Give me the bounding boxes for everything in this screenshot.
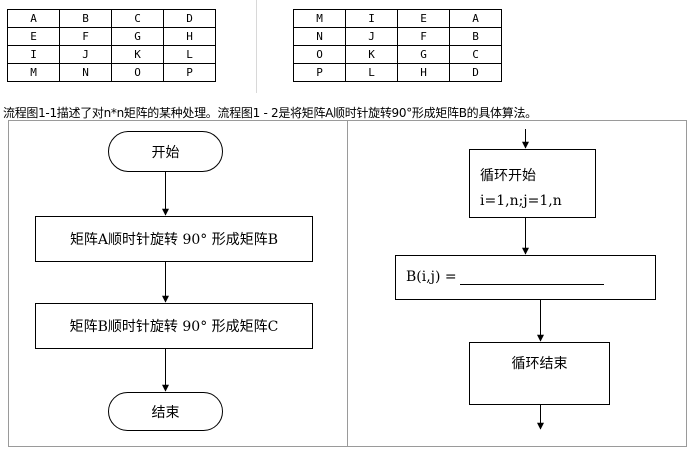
rotate-a-to-b-label: 矩阵A顺时针旋转 90° 形成矩阵B [70, 232, 278, 248]
matrix-b-cell: P [293, 63, 346, 82]
matrix-a-row: A B C D [7, 9, 216, 28]
loop-end-box [469, 342, 610, 405]
matrix-b-cell: H [397, 63, 450, 82]
matrix-b-row: M I E A [293, 9, 502, 28]
assignment-box [395, 255, 656, 300]
matrix-divider [256, 0, 257, 93]
matrix-b-row: P L H D [293, 63, 502, 82]
matrix-a-row: M N O P [7, 63, 216, 82]
assignment-label: B(i,j) = [406, 269, 457, 285]
loop-range-label: i=1,n;j=1,n [480, 193, 562, 209]
matrix-a-cell: M [7, 63, 60, 82]
matrix-a: A B C D E F G H I J K L M N O P [7, 9, 216, 82]
rotate-a-to-b-box [35, 216, 313, 262]
flowchart-frame [8, 120, 687, 447]
flowchart-1: 开始 矩阵A顺时针旋转 90° 形成矩阵B 矩阵B顺时针旋转 90° 形成矩阵C… [35, 131, 313, 431]
start-label: 开始 [152, 145, 180, 161]
matrix-b: M I E A N J F B O K G C P L H D [293, 9, 502, 82]
loop-end-label: 循环结束 [512, 356, 568, 372]
matrix-a-cell: P [163, 63, 216, 82]
rotate-b-to-c-label: 矩阵B顺时针旋转 90° 形成矩阵C [70, 319, 279, 335]
flowchart-2: 循环开始 i=1,n;j=1,n B(i,j) = 循环结束 [395, 129, 656, 430]
matrix-a-cell: O [111, 63, 164, 82]
end-terminal [108, 392, 223, 431]
end-label: 结束 [152, 405, 180, 421]
rotate-b-to-c-box [35, 303, 313, 349]
matrix-b-row: O K G C [293, 45, 502, 64]
matrix-b-cell: A [449, 9, 502, 28]
loop-start-label: 循环开始 [480, 168, 536, 184]
matrix-a-row: I J K L [7, 45, 216, 64]
start-terminal [108, 131, 223, 172]
matrix-b-cell: D [449, 63, 502, 82]
caption: 流程图1-1描述了对n*n矩阵的某种处理。流程图1 - 2是将矩阵A顺时针旋转9… [3, 106, 537, 120]
loop-start-box [469, 149, 596, 218]
